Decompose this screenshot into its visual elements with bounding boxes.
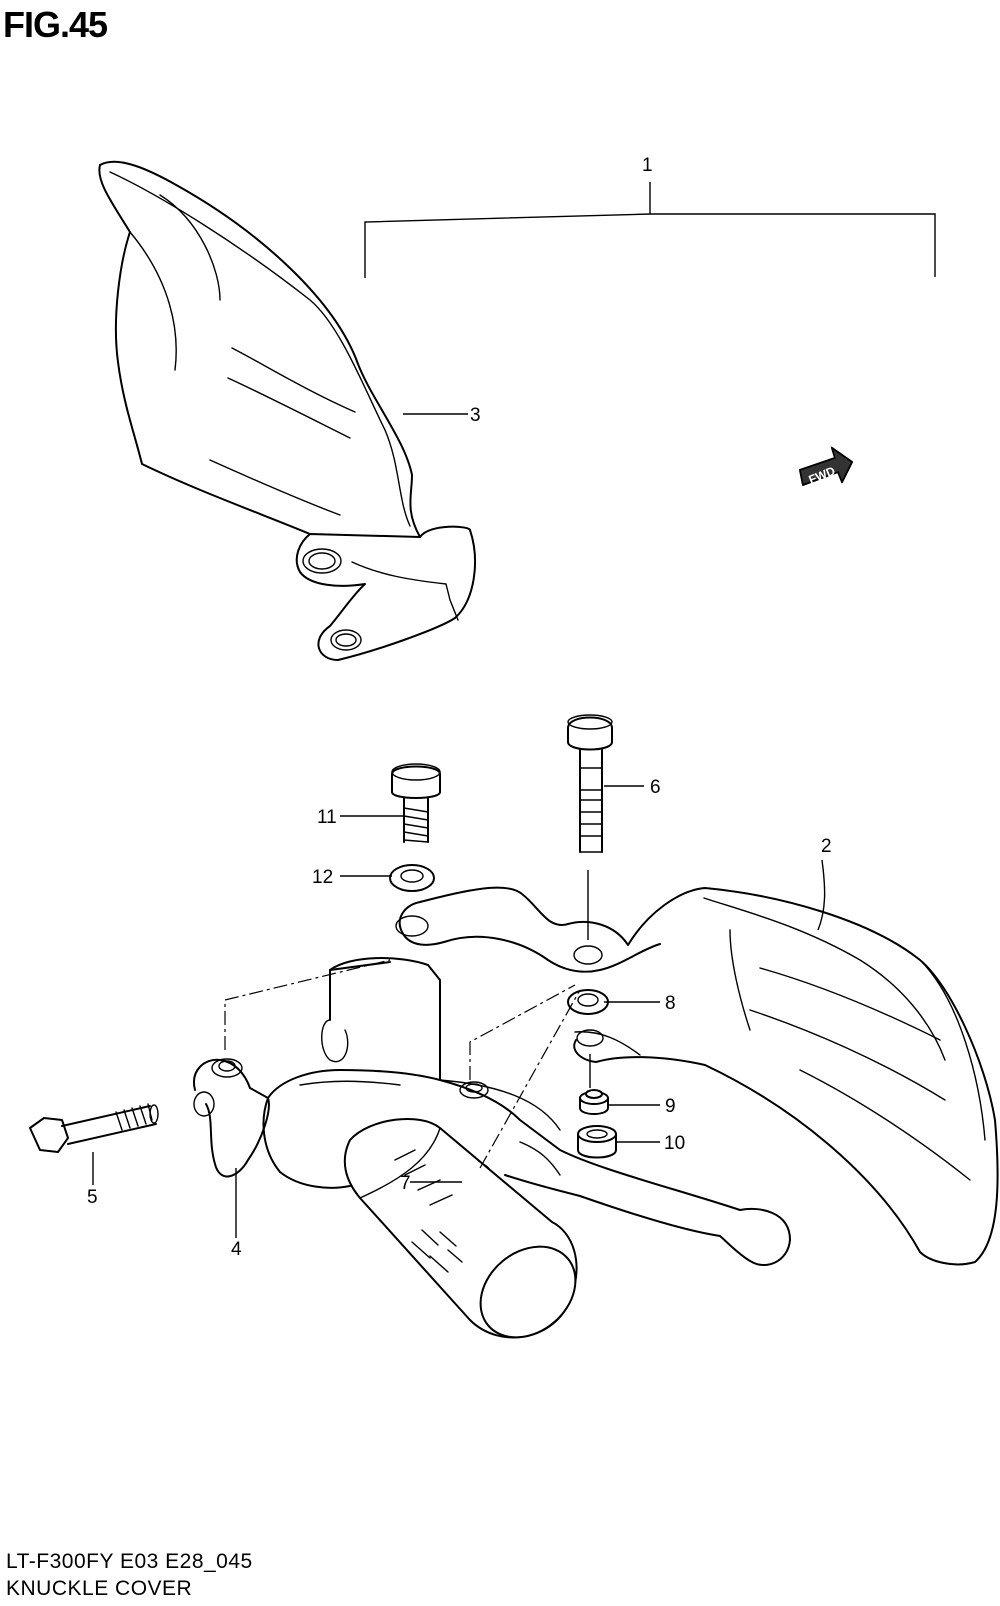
callout-12: 12 xyxy=(312,867,333,888)
knuckle-guard-part-2 xyxy=(395,886,999,1266)
washer-part-12 xyxy=(389,864,435,892)
bolt-part-6 xyxy=(567,714,613,853)
spacer-part-10 xyxy=(577,1125,617,1159)
model-code: LT-F300FY E03 E28_045 xyxy=(6,1550,253,1573)
washer-part-8 xyxy=(567,989,609,1015)
callout-1: 1 xyxy=(642,155,653,176)
figure-title: FIG.45 xyxy=(3,4,108,45)
assembly-centerlines xyxy=(224,870,591,1169)
callout-6: 6 xyxy=(650,777,661,798)
lever-holder-part-4 xyxy=(193,957,791,1339)
section-name: KNUCKLE COVER xyxy=(6,1577,193,1600)
callout-10: 10 xyxy=(664,1133,685,1154)
callout-5: 5 xyxy=(87,1187,98,1208)
callout-11: 11 xyxy=(317,807,337,828)
callout-9: 9 xyxy=(665,1096,676,1117)
callout-numbers: 1 2 3 4 5 6 7 8 9 10 11 12 xyxy=(87,155,832,1260)
callout-4: 4 xyxy=(231,1239,242,1260)
callout-2: 2 xyxy=(821,836,832,857)
bolt-part-11 xyxy=(391,763,441,843)
callout-7: 7 xyxy=(400,1173,411,1194)
collar-part-9 xyxy=(579,1089,609,1115)
bolt-part-5 xyxy=(29,1103,159,1153)
leader-lines xyxy=(92,413,826,1238)
callout-8: 8 xyxy=(665,993,676,1014)
knuckle-guard-part-3 xyxy=(98,160,476,661)
fwd-arrow-icon: FWD xyxy=(799,446,853,487)
callout-3: 3 xyxy=(470,405,481,426)
assembly-bracket xyxy=(364,182,936,278)
